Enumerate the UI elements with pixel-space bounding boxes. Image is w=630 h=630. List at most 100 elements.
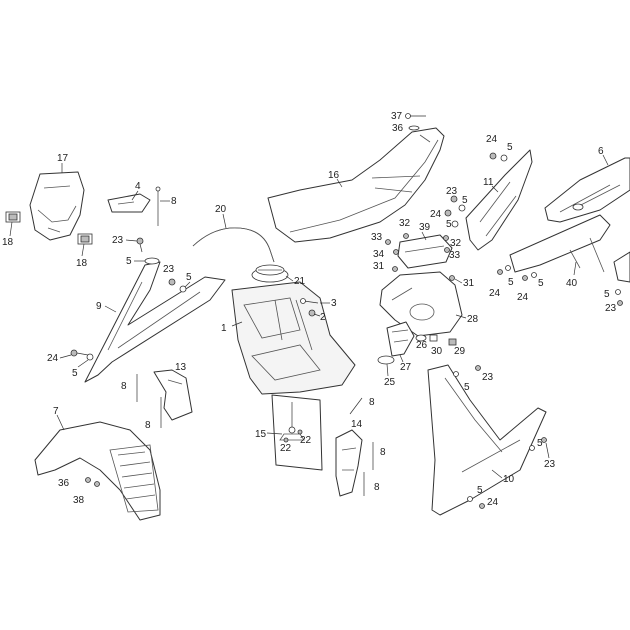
bolt-8-a[interactable]: [155, 186, 161, 226]
callout-8-c: 8: [145, 420, 151, 431]
airbox-lid[interactable]: [397, 234, 453, 269]
callout-8-d: 8: [369, 397, 375, 408]
screw-24-f[interactable]: [479, 503, 485, 509]
mount-bracket-14[interactable]: [335, 429, 363, 497]
callout-5-e: 5: [462, 195, 468, 206]
screw-24-d[interactable]: [497, 269, 503, 275]
callout-8-f: 8: [374, 482, 380, 493]
screw-23-f[interactable]: [541, 437, 547, 443]
rear-bracket[interactable]: [509, 214, 611, 273]
callout-26: 26: [416, 340, 428, 351]
headlight-bracket[interactable]: [107, 193, 151, 213]
screw-5-l[interactable]: [467, 496, 473, 502]
screw-24-e[interactable]: [522, 275, 528, 281]
screw-23-a[interactable]: [136, 237, 144, 253]
bolt-2[interactable]: [308, 309, 316, 317]
fuel-tap-kit[interactable]: [271, 394, 323, 471]
callout-8-a: 8: [171, 196, 177, 207]
callout-33-a: 33: [371, 232, 383, 243]
rear-subframe[interactable]: [544, 157, 630, 223]
callout-9: 9: [96, 301, 102, 312]
hose-clamp[interactable]: [377, 355, 395, 365]
mount-bracket-13[interactable]: [153, 369, 193, 421]
screw-5-b[interactable]: [179, 285, 187, 293]
screw-23-d[interactable]: [617, 300, 623, 306]
rubber-mount-right[interactable]: [77, 233, 93, 245]
fuel-cap[interactable]: [251, 264, 289, 283]
callout-5-g: 5: [508, 277, 514, 288]
callout-7: 7: [53, 406, 59, 417]
screw-32-a[interactable]: [403, 233, 409, 239]
callout-37: 37: [391, 111, 403, 122]
bolt-37[interactable]: [405, 113, 427, 119]
washer-36-a[interactable]: [408, 125, 420, 131]
screw-5-d[interactable]: [500, 154, 508, 162]
callout-28: 28: [467, 314, 479, 325]
screw-33-a[interactable]: [385, 239, 391, 245]
fitting-26[interactable]: [415, 334, 427, 342]
fitting-30[interactable]: [429, 334, 438, 342]
callout-8-b: 8: [121, 381, 127, 392]
callout-30: 30: [431, 346, 443, 357]
callout-36-a: 36: [392, 123, 404, 134]
callout-40: 40: [566, 278, 578, 289]
rear-light-bracket[interactable]: [613, 251, 630, 283]
callout-27: 27: [400, 362, 412, 373]
callout-32-b: 32: [450, 238, 462, 249]
callout-3: 3: [331, 298, 337, 309]
front-fender[interactable]: [34, 421, 161, 521]
screw-24-a[interactable]: [70, 349, 89, 357]
screw-5-c[interactable]: [86, 353, 94, 361]
screw-5-e[interactable]: [458, 204, 466, 212]
callout-16: 16: [328, 170, 340, 181]
headlight-fairing[interactable]: [29, 171, 85, 241]
screw-5-i[interactable]: [615, 289, 621, 295]
screw-5-f[interactable]: [451, 220, 459, 228]
screw-23-e[interactable]: [475, 365, 481, 371]
breather-hose[interactable]: [192, 227, 275, 263]
screw-22-b[interactable]: [297, 429, 303, 435]
seat[interactable]: [267, 127, 445, 243]
screw-38[interactable]: [94, 481, 100, 487]
screw-5-k[interactable]: [529, 445, 535, 451]
callout-11: 11: [483, 177, 494, 188]
screw-5-j[interactable]: [453, 371, 459, 377]
bolt-8-d[interactable]: [349, 397, 363, 415]
screw-23-c[interactable]: [450, 195, 458, 203]
screw-31-a[interactable]: [392, 266, 398, 272]
screw-5-h[interactable]: [531, 272, 537, 278]
callout-6: 6: [598, 146, 604, 157]
air-box[interactable]: [379, 271, 463, 337]
washer-36-b[interactable]: [85, 477, 91, 483]
bolt-3[interactable]: [300, 298, 319, 304]
fuel-tank[interactable]: [231, 281, 356, 395]
screw-5-a[interactable]: [144, 257, 160, 265]
fitting-29[interactable]: [448, 338, 457, 346]
left-side-panel[interactable]: [84, 261, 226, 383]
right-side-panel[interactable]: [427, 364, 547, 516]
callout-4: 4: [135, 181, 141, 192]
callout-13: 13: [175, 362, 187, 373]
right-side-bracket[interactable]: [465, 149, 533, 251]
rubber-mount-left[interactable]: [5, 211, 21, 223]
callout-33-b: 33: [449, 250, 461, 261]
screw-34[interactable]: [393, 249, 399, 255]
screw-22-a[interactable]: [283, 437, 289, 443]
callout-21: 21: [294, 276, 306, 287]
callout-15: 15: [255, 429, 267, 440]
callout-23-b: 23: [163, 264, 175, 275]
screw-5-g[interactable]: [505, 265, 511, 271]
screw-33-b[interactable]: [444, 247, 450, 253]
screw-23-b[interactable]: [168, 278, 176, 286]
callout-1: 1: [221, 323, 227, 334]
screw-31-b[interactable]: [449, 275, 455, 281]
callout-24-f: 24: [487, 497, 499, 508]
screw-24-b[interactable]: [489, 152, 497, 160]
callout-18-right: 18: [76, 258, 88, 269]
intake-boot[interactable]: [386, 321, 415, 357]
screw-32-b[interactable]: [443, 235, 449, 241]
callout-34: 34: [373, 249, 385, 260]
callout-25: 25: [384, 377, 396, 388]
screw-24-c[interactable]: [444, 209, 452, 217]
